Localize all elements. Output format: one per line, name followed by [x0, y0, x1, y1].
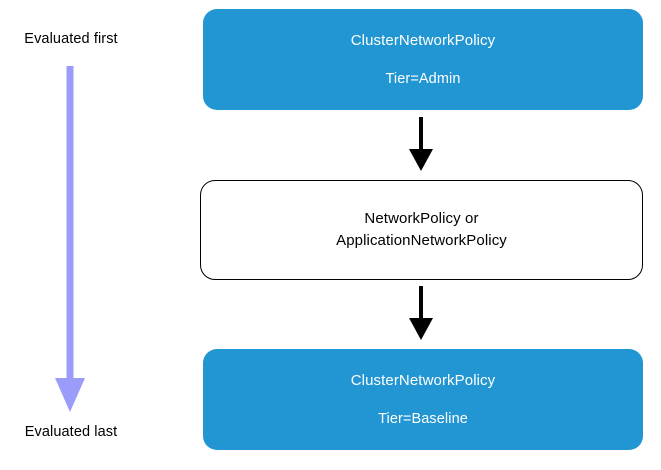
evaluated-first-label: Evaluated first	[24, 31, 118, 47]
evaluation-order-axis: Evaluated first Evaluated last	[0, 0, 195, 470]
node-middle-line-1: NetworkPolicy or	[364, 210, 479, 227]
node-baseline-title: ClusterNetworkPolicy	[350, 371, 496, 389]
node-cluster-network-policy-baseline: ClusterNetworkPolicy Tier=Baseline	[203, 349, 643, 450]
connector-middle-to-baseline-arrow-icon	[409, 286, 433, 340]
evaluation-order-arrow-icon	[55, 66, 85, 412]
node-admin-title: ClusterNetworkPolicy	[350, 31, 496, 49]
connector-admin-to-middle-arrow-icon	[409, 117, 433, 171]
node-admin-subtitle: Tier=Admin	[385, 70, 461, 87]
node-middle-line-2: ApplicationNetworkPolicy	[336, 232, 507, 249]
evaluated-last-label: Evaluated last	[24, 424, 118, 440]
node-networkpolicy-or-applicationnetworkpolicy: NetworkPolicy or ApplicationNetworkPolic…	[200, 180, 643, 280]
node-baseline-subtitle: Tier=Baseline	[378, 410, 468, 427]
node-cluster-network-policy-admin: ClusterNetworkPolicy Tier=Admin	[203, 9, 643, 110]
